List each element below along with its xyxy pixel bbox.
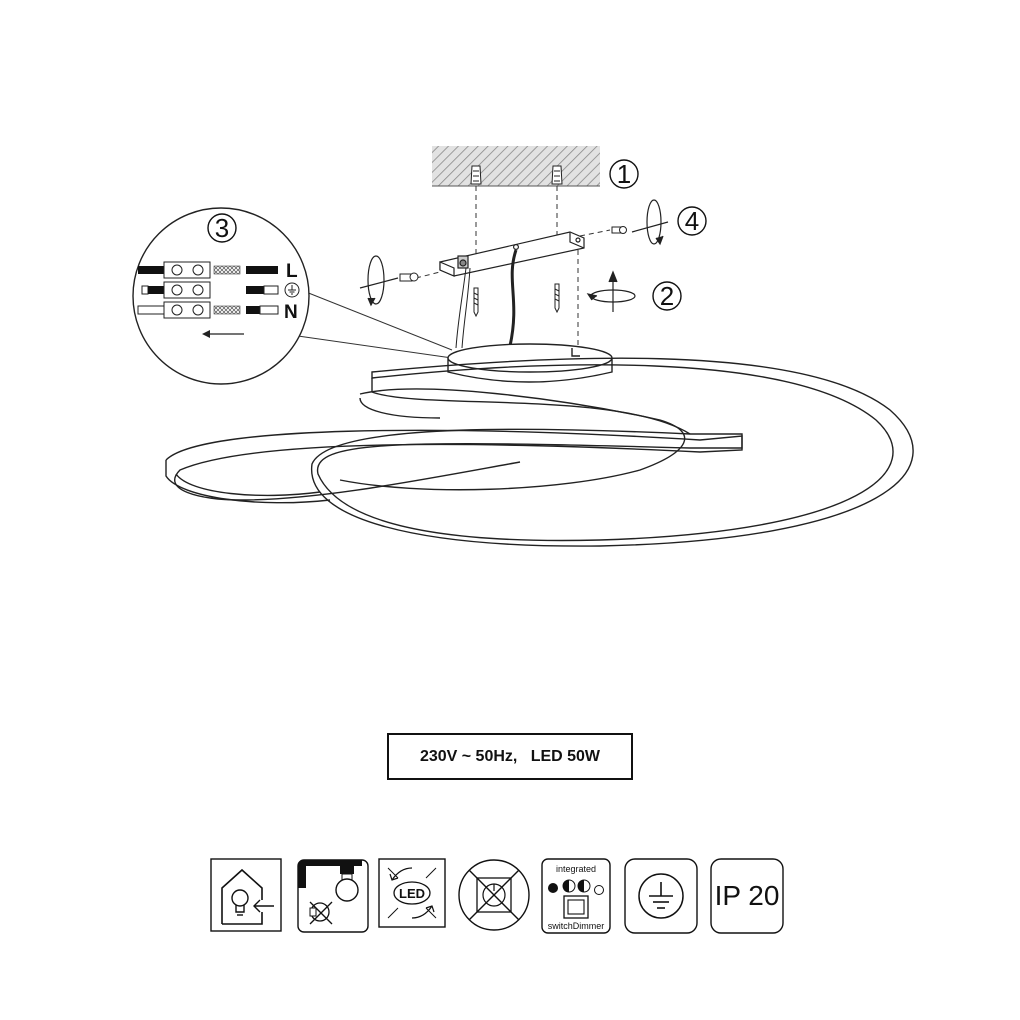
- svg-text:integrated: integrated: [556, 864, 596, 874]
- no-dimmer-icon: [457, 858, 531, 932]
- step-4-marker: 4: [677, 206, 707, 236]
- earth-symbol-icon: [284, 282, 300, 298]
- step-2-marker: 2: [652, 281, 682, 311]
- svg-text:4: 4: [685, 206, 699, 236]
- led-ring-front: [165, 388, 743, 504]
- side-screw: [399, 272, 419, 282]
- mounting-bracket: [439, 231, 585, 277]
- svg-text:N: N: [284, 302, 298, 323]
- step-1-marker: 1: [609, 159, 639, 189]
- indoor-use-icon: [210, 858, 282, 932]
- svg-text:3: 3: [215, 213, 229, 243]
- svg-text:2: 2: [660, 281, 674, 311]
- svg-text:1: 1: [617, 159, 631, 189]
- screw: [473, 287, 479, 318]
- led-replaceable-icon: LED: [378, 858, 446, 928]
- side-screw: [611, 226, 627, 234]
- integrated-switch-dimmer-icon: integrated switchDimmer: [541, 858, 611, 934]
- rotate-arrow-icon: [631, 199, 669, 246]
- electrical-spec: 230V ~ 50Hz, LED 50W: [387, 733, 633, 780]
- svg-text:LED: LED: [399, 886, 425, 901]
- bulb-not-replaceable-icon: [296, 858, 370, 934]
- svg-text:switchDimmer: switchDimmer: [548, 921, 605, 931]
- certification-icon-row: LED integrated: [0, 858, 1020, 934]
- protection-class-1-icon: [624, 858, 698, 934]
- svg-text:IP 20: IP 20: [715, 880, 780, 911]
- wall-plug: [470, 165, 482, 185]
- ip-rating-icon: IP 20: [710, 858, 784, 934]
- screw: [554, 283, 560, 314]
- wall-plug: [551, 165, 563, 185]
- installation-diagram: 1 4: [132, 146, 914, 547]
- led-ring-back: [311, 357, 914, 547]
- rotate-arrow-icon: [359, 255, 399, 307]
- ceiling: [432, 146, 600, 186]
- supply-cable: [508, 249, 518, 347]
- canopy: [447, 343, 613, 383]
- twist-arrow-icon: [586, 270, 636, 312]
- svg-text:L: L: [286, 261, 298, 282]
- wiring-detail: 3 L N: [132, 207, 310, 385]
